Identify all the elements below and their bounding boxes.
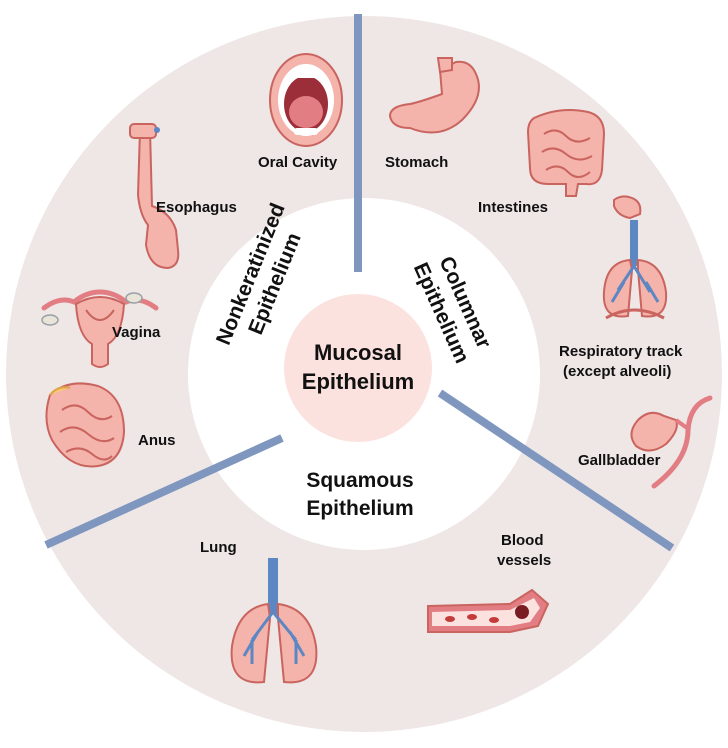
organ-label-gallbladder: Gallbladder: [578, 452, 661, 469]
intestines-icon: [526, 109, 606, 197]
organ-label-stomach: Stomach: [385, 154, 448, 171]
organ-label-oral-cavity: Oral Cavity: [258, 154, 338, 171]
uterus-icon: [41, 289, 159, 368]
organ-label-blood-line1: Blood: [501, 532, 544, 549]
center-title-line1: Mucosal: [314, 340, 402, 365]
respiratory-tract-icon: [602, 195, 668, 320]
divider-left: [44, 434, 284, 549]
sector-squamous-line2: Epithelium: [306, 497, 413, 520]
center-title-line2: Epithelium: [302, 369, 414, 394]
sector-dividers: [44, 14, 675, 552]
blood-vessel-icon: [427, 588, 550, 633]
organ-label-respiratory-line1: Respiratory track: [559, 343, 683, 360]
organ-label-intestines: Intestines: [478, 199, 548, 216]
esophagus-icon: [129, 123, 180, 270]
oral-cavity-icon: [269, 53, 343, 147]
organ-label-lung: Lung: [200, 539, 237, 556]
stomach-icon: [388, 57, 480, 134]
sector-squamous-line1: Squamous: [306, 469, 413, 492]
organ-label-anus: Anus: [138, 432, 176, 449]
organ-label-esophagus: Esophagus: [156, 199, 237, 216]
center-circle: [284, 294, 432, 442]
divider-right: [437, 389, 675, 552]
organ-label-respiratory-line2: (except alveoli): [563, 363, 671, 380]
anus-intestine-icon: [45, 382, 126, 468]
organ-label-vagina: Vagina: [112, 324, 161, 341]
lung-icon: [230, 558, 318, 684]
organ-label-blood-line2: vessels: [497, 552, 551, 569]
gallbladder-icon: [630, 395, 713, 489]
